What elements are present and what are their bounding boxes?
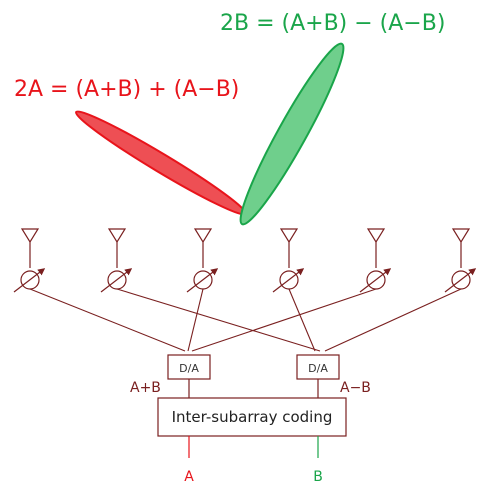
- phase-shifter-1: [13, 268, 46, 293]
- beam-2b-label: 2B = (A+B) − (A−B): [220, 11, 445, 36]
- output-b-label: B: [313, 469, 323, 485]
- output-a-label: A: [184, 469, 194, 485]
- feed-network: [29, 288, 462, 352]
- phase-shifter-6: [444, 268, 477, 293]
- antenna-1: [20, 228, 40, 268]
- antenna-2: [107, 228, 127, 268]
- da-converter-left-label: D/A: [179, 362, 199, 375]
- phase-shifter-2: [100, 268, 133, 293]
- da-converter-left: D/A: [167, 354, 211, 380]
- antenna-4: [279, 228, 299, 268]
- diff-signal-label: A−B: [340, 380, 371, 396]
- phase-shifters: [13, 268, 477, 293]
- coding-block: Inter-subarray coding: [157, 397, 347, 437]
- phase-shifter-5: [359, 268, 392, 293]
- antenna-array: [20, 228, 471, 268]
- sum-signal-label: A+B: [130, 380, 161, 396]
- phase-shifter-3: [186, 268, 219, 293]
- antenna-5: [366, 228, 386, 268]
- antenna-6: [451, 228, 471, 268]
- phase-shifter-4: [272, 268, 305, 293]
- coding-block-label: Inter-subarray coding: [172, 408, 333, 426]
- antenna-3: [193, 228, 213, 268]
- da-converter-right: D/A: [296, 354, 340, 380]
- beam-2a-label: 2A = (A+B) + (A−B): [14, 77, 239, 102]
- beam-2a-lobe: [75, 110, 247, 216]
- beam-2b-lobe: [239, 42, 345, 226]
- da-converter-right-label: D/A: [308, 362, 328, 375]
